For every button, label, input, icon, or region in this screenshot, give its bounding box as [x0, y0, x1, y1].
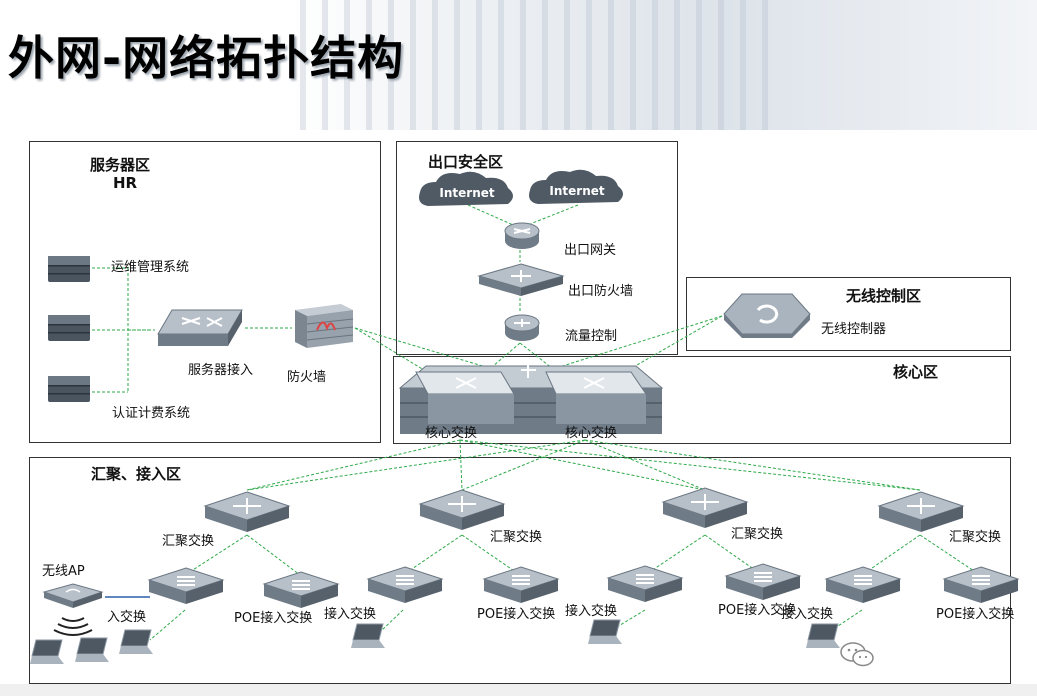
agg-switch-2-label: 汇聚交换 — [490, 530, 543, 545]
laptop-icon — [75, 637, 109, 662]
server-access-label: 服务器接入 — [188, 363, 254, 378]
core-switch-1-label: 核心交换 — [425, 426, 478, 441]
firewall-icon — [295, 304, 354, 348]
core-switch-icon — [398, 364, 664, 434]
exit-firewall-label: 出口防火墙 — [568, 284, 634, 299]
router-icon — [504, 222, 540, 249]
server-zone-sublabel: HR — [113, 174, 138, 192]
switch-icon — [203, 491, 291, 532]
traffic-control-label: 流量控制 — [565, 329, 618, 344]
laptop-icon — [806, 623, 840, 648]
auth-system-label: 认证计费系统 — [112, 406, 191, 421]
switch-icon — [724, 563, 802, 600]
switch-icon — [877, 491, 965, 532]
wireless-zone-label: 无线控制区 — [846, 287, 922, 305]
agg-switch-4-label: 汇聚交换 — [949, 530, 1002, 545]
server-icon — [48, 376, 90, 402]
core-zone-label: 核心区 — [893, 363, 939, 381]
switch-icon — [942, 566, 1020, 603]
wireless-controller-label: 无线控制器 — [821, 322, 887, 337]
server-zone-label: 服务器区 — [90, 156, 151, 174]
laptop-icon — [351, 623, 385, 648]
page-title: 外网-网络拓扑结构 — [8, 31, 405, 85]
switch-icon — [262, 571, 340, 608]
wireless-ap-label: 无线AP — [42, 564, 85, 579]
cloud-icon: Internet — [529, 169, 623, 204]
switch-icon — [477, 263, 565, 296]
access-switch-2-label: 接入交换 — [324, 607, 377, 622]
poe-switch-1-label: POE接入交换 — [234, 611, 313, 626]
cloud-icon: Internet — [419, 171, 513, 206]
switch-icon — [157, 309, 243, 346]
access-switch-1-label: 入交换 — [107, 610, 147, 625]
laptop-icon — [588, 619, 622, 644]
server-icon — [48, 256, 90, 282]
access-switch-3-label: 接入交换 — [565, 604, 618, 619]
agg-switch-3-label: 汇聚交换 — [731, 527, 784, 542]
controller-icon — [723, 293, 811, 338]
switch-icon — [606, 565, 684, 602]
footer-strip — [0, 684, 1037, 696]
switch-icon — [147, 567, 225, 604]
core-switch-2-label: 核心交换 — [565, 426, 618, 441]
wechat-icon — [840, 642, 874, 667]
laptop-icon — [119, 629, 153, 654]
exit-gateway-label: 出口网关 — [564, 243, 617, 258]
switch-icon — [366, 566, 444, 603]
router-icon — [504, 314, 540, 341]
switch-icon — [418, 489, 506, 530]
access-point-icon — [42, 583, 104, 636]
switch-icon — [661, 487, 749, 528]
header-building-pattern — [300, 0, 780, 130]
header-background — [0, 0, 1037, 130]
switch-icon — [482, 566, 560, 603]
switch-icon — [824, 566, 902, 603]
internet-1-label: Internet — [439, 186, 494, 200]
access-switch-4-label: 接入交换 — [781, 607, 834, 622]
ops-system-label: 运维管理系统 — [111, 260, 190, 275]
server-icon — [48, 315, 90, 341]
agg-zone-label: 汇聚、接入区 — [91, 465, 182, 483]
poe-switch-2-label: POE接入交换 — [477, 607, 556, 622]
internet-2-label: Internet — [549, 184, 604, 198]
exit-zone-label: 出口安全区 — [428, 153, 504, 171]
poe-switch-4-label: POE接入交换 — [936, 607, 1015, 622]
agg-switch-1-label: 汇聚交换 — [162, 534, 215, 549]
poe-switch-3-label: POE接入交换 — [718, 603, 797, 618]
server-firewall-label: 防火墙 — [287, 370, 327, 385]
laptop-icon — [30, 639, 64, 664]
